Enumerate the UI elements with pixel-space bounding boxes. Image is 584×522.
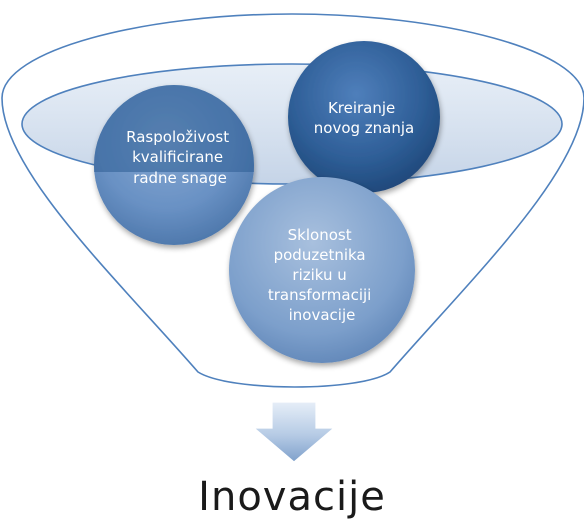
circle-raspolozivost-line-3: radne snage	[133, 169, 227, 187]
circle-sklonost-line-3: riziku u	[292, 266, 346, 284]
circle-kreiranje-text: Kreiranje novog znanja	[314, 99, 414, 137]
circle-sklonost-line-2: poduzetnika	[274, 246, 366, 264]
circle-sklonost-text: Sklonost poduzetnika riziku u transforma…	[268, 226, 376, 324]
circle-raspolozivost: Raspoloživost kvalificirane radne snage	[94, 85, 254, 245]
funnel-outline	[1, 13, 584, 388]
circle-raspolozivost-line-2: kvalificirane	[132, 148, 223, 166]
circle-sklonost-line-1: Sklonost	[288, 226, 352, 244]
circle-sklonost: Sklonost poduzetnika riziku u transforma…	[229, 177, 415, 363]
circle-kreiranje-line-1: Kreiranje	[328, 99, 395, 117]
circle-kreiranje: Kreiranje novog znanja	[288, 41, 440, 193]
circle-raspolozivost-line-1: Raspoloživost	[126, 128, 229, 146]
circle-raspolozivost-text: Raspoloživost kvalificirane radne snage	[126, 128, 234, 187]
circle-kreiranje-line-2: novog znanja	[314, 119, 414, 137]
result-label: Inovacije	[198, 474, 386, 520]
circle-sklonost-line-5: inovacije	[289, 306, 356, 324]
down-arrow-icon	[252, 401, 336, 463]
circle-sklonost-line-4: transformaciji	[268, 286, 371, 304]
